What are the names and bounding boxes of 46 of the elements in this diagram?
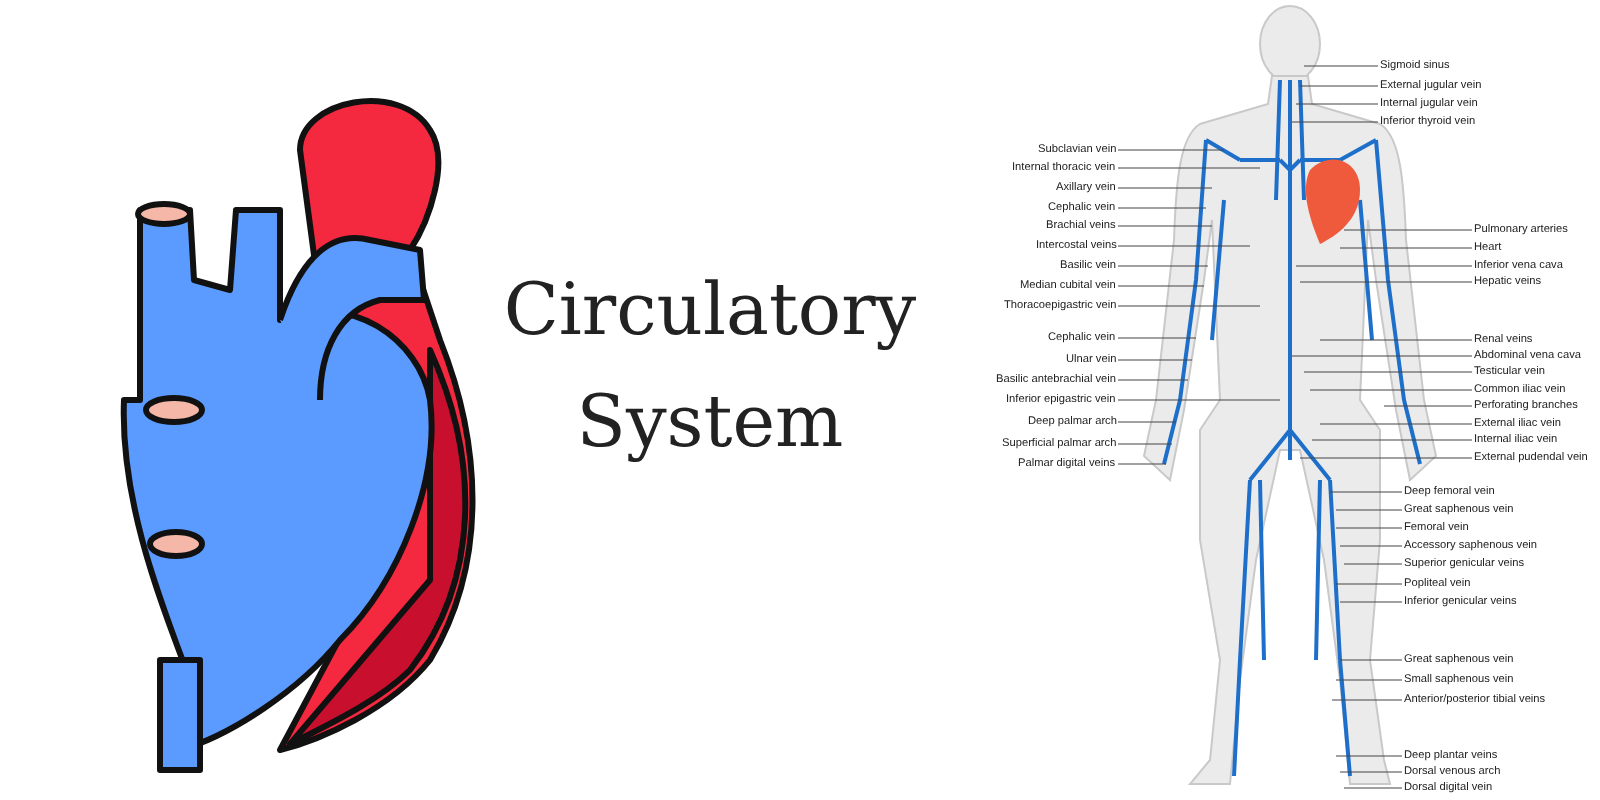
leader-line <box>1335 527 1403 529</box>
leader-line <box>1335 583 1403 585</box>
leader-line <box>1303 65 1379 67</box>
leader-line <box>1291 355 1473 357</box>
leader-line <box>1117 379 1189 381</box>
leader-line <box>1303 371 1473 373</box>
leader-line <box>1319 339 1473 341</box>
leader-line <box>1117 167 1261 169</box>
leader-line <box>1343 563 1403 565</box>
leader-line <box>1299 281 1473 283</box>
leader-line <box>1343 787 1403 789</box>
leader-line <box>1117 149 1225 151</box>
leader-line <box>1299 457 1473 459</box>
leader-line <box>1339 601 1403 603</box>
leader-line <box>1117 399 1281 401</box>
leader-line <box>1319 423 1473 425</box>
leader-line <box>1335 755 1403 757</box>
leader-line <box>1291 121 1379 123</box>
leader-line <box>1339 771 1403 773</box>
leader-line <box>1117 443 1173 445</box>
leader-line <box>1117 337 1197 339</box>
leader-line <box>1311 439 1473 441</box>
leader-line <box>1335 679 1403 681</box>
leader-line <box>1335 509 1403 511</box>
leader-line <box>1295 265 1473 267</box>
leader-line <box>1117 421 1177 423</box>
leader-line <box>1117 359 1193 361</box>
leader-line <box>1299 85 1379 87</box>
leader-line <box>1117 245 1251 247</box>
leader-line <box>1339 545 1403 547</box>
leader-line <box>1117 225 1213 227</box>
leader-line <box>1331 699 1403 701</box>
leader-line <box>1117 285 1205 287</box>
leader-line <box>1117 207 1207 209</box>
leader-line <box>1117 265 1209 267</box>
leader-line <box>1339 659 1403 661</box>
leader-line <box>1117 187 1213 189</box>
leader-line <box>1309 389 1473 391</box>
leader-line <box>1329 491 1403 493</box>
leader-line <box>1383 405 1473 407</box>
leader-line <box>1343 229 1473 231</box>
leader-line <box>1295 103 1379 105</box>
title: Circulatory System <box>501 268 919 468</box>
leader-line <box>1339 247 1473 249</box>
leader-line <box>1117 463 1167 465</box>
leader-line <box>1117 305 1261 307</box>
